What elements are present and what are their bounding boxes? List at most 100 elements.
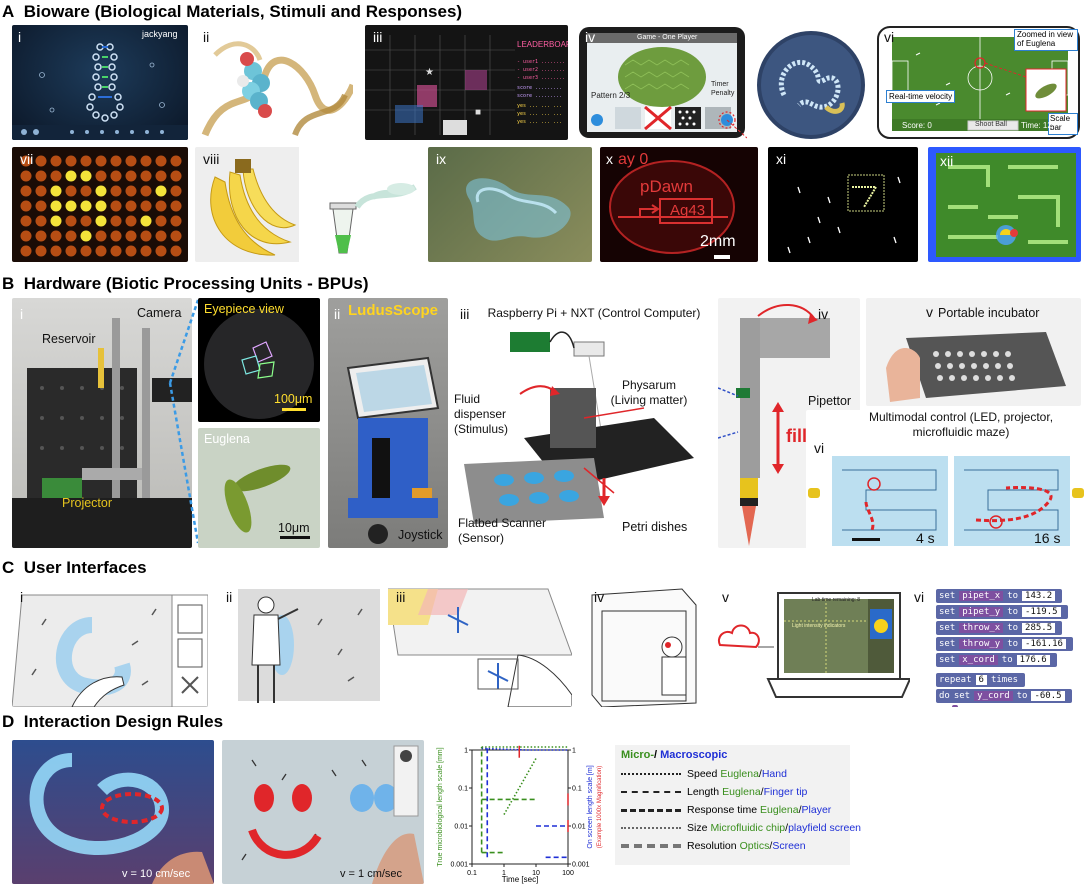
well-led (155, 170, 167, 182)
well-led (95, 230, 107, 242)
code-keyword: set (953, 691, 971, 701)
chart-legend: Micro-/ Macroscopic Speed Euglena / Hand… (615, 745, 861, 865)
euglena-label: Euglena (204, 432, 250, 446)
well-led (125, 185, 137, 197)
svg-text:- user3 ........: - user3 ........ (517, 75, 565, 81)
legend-micro-item: Euglena (760, 804, 799, 816)
chart-series-line (481, 747, 568, 751)
bacterial-print-graphic (609, 160, 735, 259)
well-led (80, 230, 92, 242)
legend-property: Size (687, 822, 708, 834)
eyepiece-label: Eyepiece view (204, 302, 284, 316)
x-tick-label: 1 (502, 870, 506, 877)
legend-separator: / (758, 768, 762, 780)
portable-incubator-label: Portable incubator (938, 306, 1040, 320)
bananas-tube-graphic (195, 147, 417, 262)
legend-micro-item: Microfluidic chip (710, 822, 786, 834)
code-keyword: to (1007, 639, 1019, 649)
day-label: ay 0 (618, 151, 649, 168)
panel-c-iv: iv (582, 585, 702, 707)
plot-frame (471, 749, 569, 865)
well-led (140, 170, 152, 182)
svg-text:★: ★ (425, 67, 434, 78)
led-well-plate-graphic (20, 155, 182, 257)
well-led (35, 230, 47, 242)
well-led (20, 170, 32, 182)
scale-callout: Scale bar (1048, 113, 1078, 135)
well-led (125, 170, 137, 182)
macro-label: Macroscopic (660, 749, 728, 761)
section-heading: Hardware (Biotic Processing Units - BPUs… (23, 274, 369, 293)
code-variable: throw_y (959, 639, 1004, 649)
panel-b-iii: iii Raspberry Pi + NXT (Control Computer… (454, 298, 714, 548)
panel-label: ii (203, 29, 210, 45)
y-right-tick-label: 0.001 (572, 862, 590, 869)
well-led (140, 215, 152, 227)
tabletop-joystick-sketch (388, 588, 572, 707)
y-right-tick-label: 0.1 (572, 786, 582, 793)
panel-a-xii: xii (928, 147, 1081, 262)
speed-fast-label: v = 10 cm/sec (122, 868, 191, 880)
panel-label: vi (914, 589, 925, 605)
well-led (125, 230, 137, 242)
code-keyword: to (1001, 655, 1013, 665)
section-letter: A (2, 2, 15, 21)
well-led (35, 200, 47, 212)
panel-c-v: Lab time remaining: 8 Light intensity in… (712, 585, 910, 707)
microfluidic-maze-graphic (808, 456, 1084, 546)
panel-label: ix (436, 151, 447, 167)
panel-label: v (722, 589, 729, 605)
legend-row: Speed Euglena / Hand (621, 767, 787, 781)
well-led (80, 155, 92, 167)
pipettor-graphic (718, 303, 830, 546)
speed-slow-label: v = 1 cm/sec (340, 868, 403, 880)
well-led (95, 200, 107, 212)
legend-line-sample (621, 773, 681, 775)
timer-label: Timer (711, 81, 729, 88)
panel-label: ii (226, 589, 233, 605)
well-led (140, 200, 152, 212)
ludusscope-graphic (346, 356, 440, 544)
well-led (170, 185, 182, 197)
svg-text:- user2 ........: - user2 ........ (517, 67, 565, 73)
code-move-block[interactable] (952, 705, 958, 707)
touch-table-sketch (12, 594, 208, 707)
svg-text:yes ... ... ...: yes ... ... ... (517, 103, 562, 109)
lab-time-label: Lab time remaining: 8 (812, 597, 861, 603)
panel-label: i (18, 29, 22, 45)
panel-label: ii (334, 306, 341, 322)
well-led (50, 215, 62, 227)
legend-row: Response time Euglena / Player (621, 803, 831, 817)
legend-macro-item: Player (801, 804, 832, 816)
panel-a-ii: ii (195, 25, 353, 140)
code-variable: throw_x (959, 623, 1004, 633)
legend-property: Speed (687, 768, 718, 780)
well-led (140, 245, 152, 257)
panel-label: i (20, 306, 24, 322)
legend-line-sample (621, 827, 681, 829)
well-led (65, 155, 77, 167)
shoot-ball-button[interactable]: Shoot Ball (975, 121, 1007, 128)
section-b-title: B Hardware (Biotic Processing Units - BP… (2, 274, 369, 294)
panel-b-vi: vi Multimodal control (LED, projector, m… (806, 410, 1084, 550)
euglena-cell-graphic (224, 464, 310, 539)
panel-b-i: i Camera Reservoir Projector (12, 298, 192, 548)
panel-label: vi (814, 440, 825, 456)
protein-structure-graphic (201, 41, 353, 137)
well-led (80, 200, 92, 212)
time-label: Time: 12 (1021, 121, 1052, 130)
panel-d-photo-fast: v = 10 cm/sec (12, 740, 214, 884)
physarum-label: Physarum (Living matter) (610, 378, 688, 407)
code-value: -60.5 (1031, 691, 1065, 701)
well-led (125, 215, 137, 227)
well-led (65, 245, 77, 257)
